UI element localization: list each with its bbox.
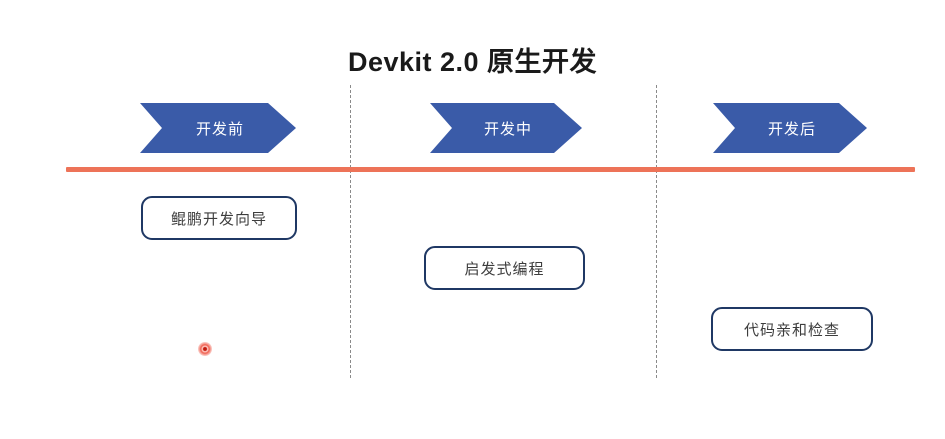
- feature-box-kunpeng-wizard-label: 鲲鹏开发向导: [170, 210, 267, 228]
- feature-box-heuristic-programming-label: 启发式编程: [464, 260, 545, 278]
- phase-banner-after-label: 开发后: [767, 120, 816, 138]
- phase-banner-after[interactable]: 开发后: [713, 103, 867, 153]
- phase-banner-before-label: 开发前: [195, 120, 244, 138]
- phase-banner-before[interactable]: 开发前: [140, 103, 296, 153]
- phase-banner-during[interactable]: 开发中: [430, 103, 582, 153]
- red-dot-marker-icon: [198, 342, 212, 356]
- feature-box-heuristic-programming[interactable]: 启发式编程: [424, 246, 585, 290]
- phase-banner-during-label: 开发中: [483, 120, 532, 138]
- feature-box-code-affinity-check-label: 代码亲和检查: [743, 321, 840, 339]
- feature-box-code-affinity-check[interactable]: 代码亲和检查: [711, 307, 873, 351]
- timeline-axis: [66, 167, 915, 172]
- phase-divider-2: [656, 85, 657, 378]
- page-title: Devkit 2.0 原生开发: [347, 47, 598, 77]
- phase-divider-1: [350, 85, 351, 378]
- feature-box-kunpeng-wizard[interactable]: 鲲鹏开发向导: [141, 196, 297, 240]
